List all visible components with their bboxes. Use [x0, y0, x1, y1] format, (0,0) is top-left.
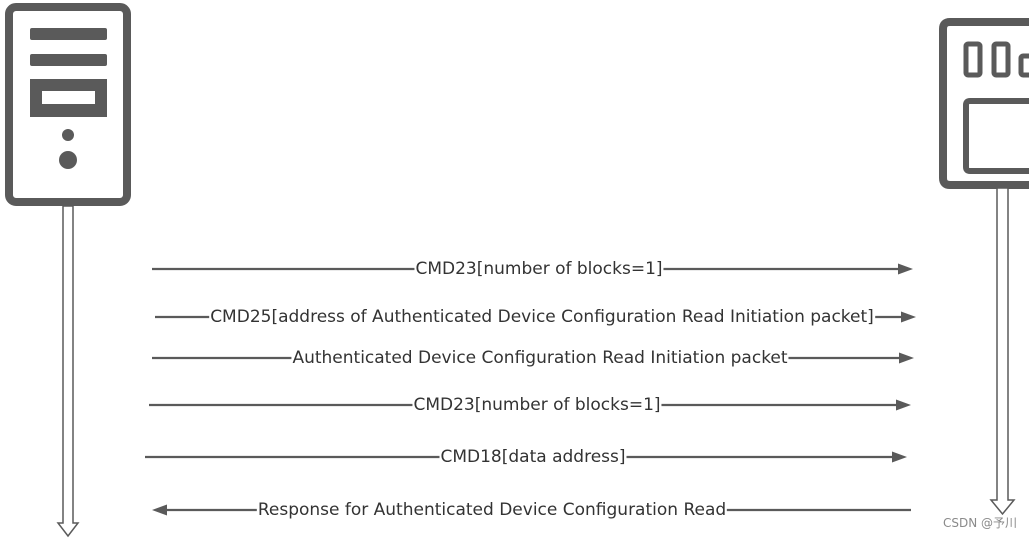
- message-label-1: CMD23[number of blocks=1]: [414, 259, 664, 279]
- message-arrow-head-5: [892, 451, 907, 463]
- message-arrow-head-3: [899, 352, 914, 364]
- message-label-3: Authenticated Device Configuration Read …: [291, 348, 789, 368]
- device-lifeline: [989, 187, 1016, 516]
- host-lifeline: [56, 205, 80, 538]
- message-label-2: CMD25[address of Authenticated Device Co…: [209, 307, 875, 327]
- message-label-5: CMD18[data address]: [439, 447, 627, 467]
- message-label-6: Response for Authenticated Device Config…: [256, 500, 728, 520]
- message-arrow-head-2: [901, 311, 916, 323]
- message-arrows: [145, 263, 916, 516]
- message-arrow-head-6: [152, 504, 167, 516]
- message-label-4: CMD23[number of blocks=1]: [412, 395, 662, 415]
- server-tower-icon: [5, 3, 131, 206]
- message-arrow-head-1: [898, 263, 913, 275]
- watermark: CSDN @予川: [942, 516, 1017, 530]
- storage-card-icon: [939, 18, 1029, 189]
- message-arrow-head-4: [896, 399, 911, 411]
